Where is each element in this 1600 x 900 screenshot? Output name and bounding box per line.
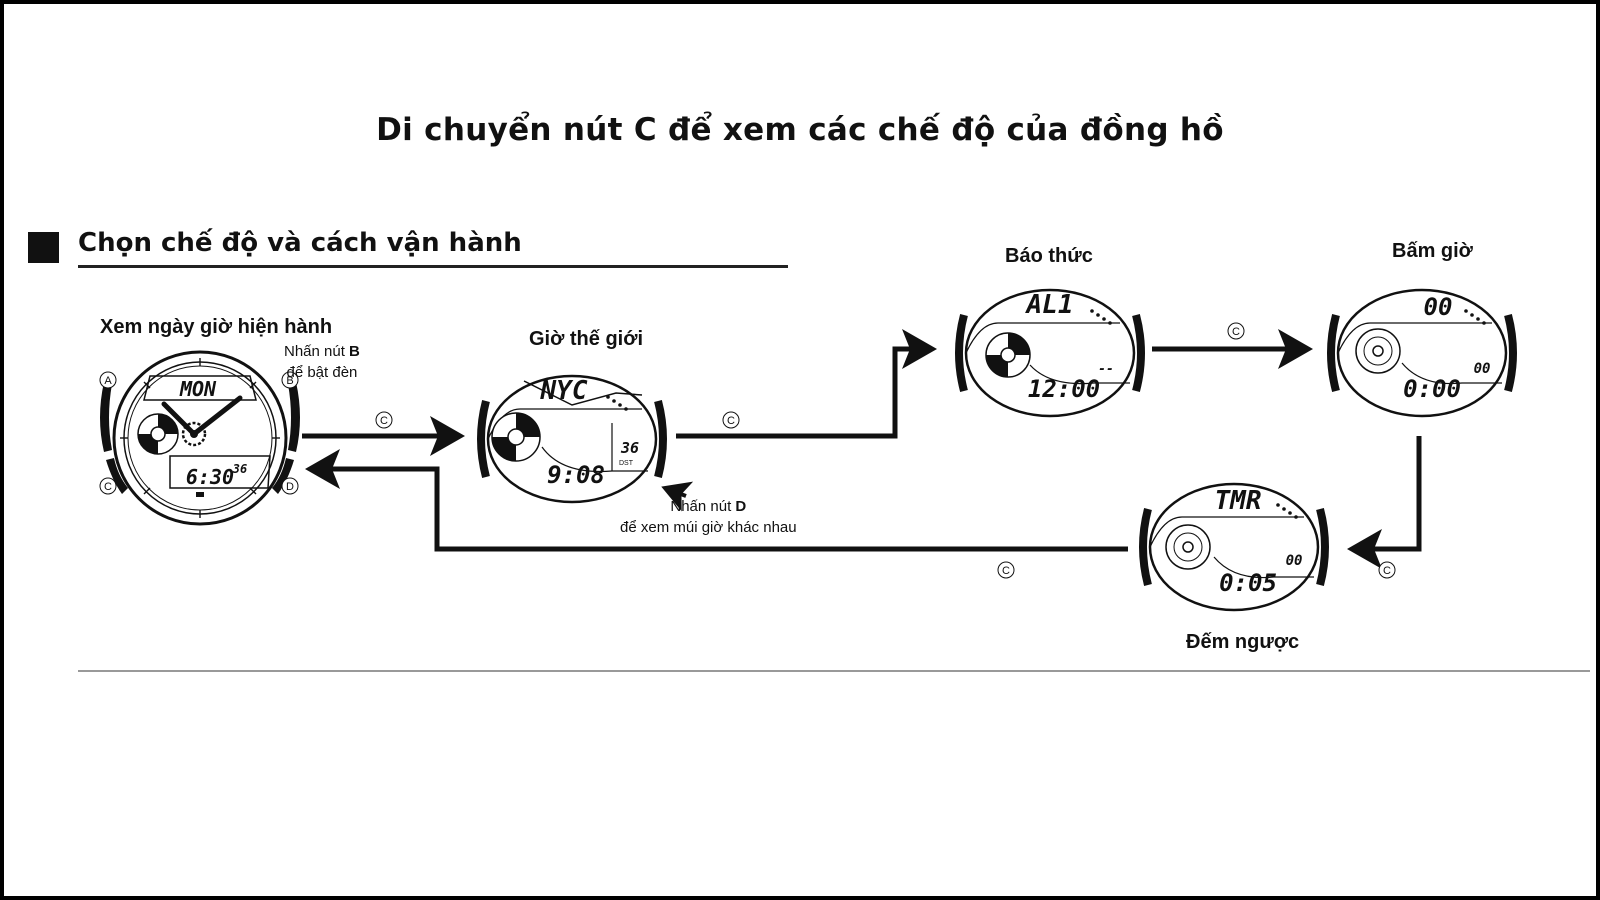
alarm-lcd-small: -- [1098, 362, 1114, 377]
world-time-lcd-dst: DST [619, 460, 634, 467]
press-d-pointer [661, 481, 694, 512]
note-timezone-prefix: Nhấn nút [670, 498, 736, 515]
stopwatch-lcd-top: 00 [1424, 293, 1453, 321]
button-b-label: B [286, 375, 293, 387]
arrow-world-to-alarm [676, 329, 937, 439]
watch-world-time: NYC 36 DST 9:08 [477, 374, 667, 504]
arrow-timer-to-time [305, 449, 1128, 552]
svg-text:C: C [1383, 565, 1391, 577]
section-marker [28, 232, 59, 263]
c-mark-timer-to-time: C [997, 561, 1015, 579]
note-timezone-key: D [735, 498, 747, 515]
arrow-stopwatch-to-timer [1347, 436, 1422, 569]
label-alarm: Báo thức [1005, 245, 1093, 267]
label-world-time: Giờ thế giới [529, 328, 643, 350]
current-time-lcd-top: MON [179, 377, 217, 401]
note-light-prefix: Nhấn nút [284, 343, 350, 360]
c-mark-time-to-world: C [375, 411, 393, 429]
note-light-desc: để bật đèn [286, 364, 358, 381]
page-title: Di chuyển nút C để xem các chế độ của đồ… [376, 112, 1224, 148]
section-title: Chọn chế độ và cách vận hành [78, 228, 522, 258]
note-timezone-button: Nhấn nút D để xem múi giờ khác nhau [620, 496, 797, 538]
svg-text:C: C [380, 415, 388, 427]
c-mark-world-to-alarm: C [722, 411, 740, 429]
watch-stopwatch: 00 00 0:00 [1327, 288, 1517, 418]
watch-current-time: MON 36 6:30 A B C D [99, 350, 300, 526]
world-time-lcd-top: NYC [540, 376, 588, 406]
label-timer: Đếm ngược [1186, 631, 1300, 653]
svg-text:C: C [1002, 565, 1010, 577]
world-time-lcd-small: 36 [620, 439, 639, 457]
note-light-key: B [349, 343, 360, 360]
note-timezone-desc: để xem múi giờ khác nhau [620, 519, 797, 536]
alarm-lcd-top: AL1 [1025, 290, 1074, 320]
watch-alarm: AL1 -- 12:00 [955, 288, 1145, 418]
button-a-label: A [104, 375, 112, 387]
note-light-button: Nhấn nút B để bật đèn [284, 341, 360, 383]
label-stopwatch: Bấm giờ [1392, 240, 1473, 262]
watch-timer: TMR 00 0:05 [1139, 482, 1329, 612]
button-c-label: C [104, 481, 112, 493]
svg-text:C: C [1232, 326, 1240, 338]
c-mark-stopwatch-to-timer: C [1378, 561, 1396, 579]
bottom-rule [78, 670, 1590, 672]
c-mark-alarm-to-stopwatch: C [1227, 322, 1245, 340]
alarm-lcd-time: 12:00 [1028, 375, 1100, 403]
timer-lcd-top: TMR [1215, 486, 1262, 516]
world-time-lcd-time: 9:08 [547, 461, 605, 489]
button-d-label: D [286, 481, 294, 493]
timer-lcd-time: 0:05 [1219, 569, 1277, 597]
mode-flow-diagram: C C C C C MON [99, 288, 1517, 612]
stopwatch-lcd-small: 00 [1474, 361, 1491, 377]
svg-text:C: C [727, 415, 735, 427]
section-underline [78, 265, 788, 268]
timer-lcd-small: 00 [1286, 553, 1303, 569]
current-time-lcd-time: 6:30 [186, 465, 234, 489]
current-time-lcd-small: 36 [232, 462, 247, 476]
label-current-time: Xem ngày giờ hiện hành [100, 316, 333, 338]
stopwatch-lcd-time: 0:00 [1403, 375, 1461, 403]
